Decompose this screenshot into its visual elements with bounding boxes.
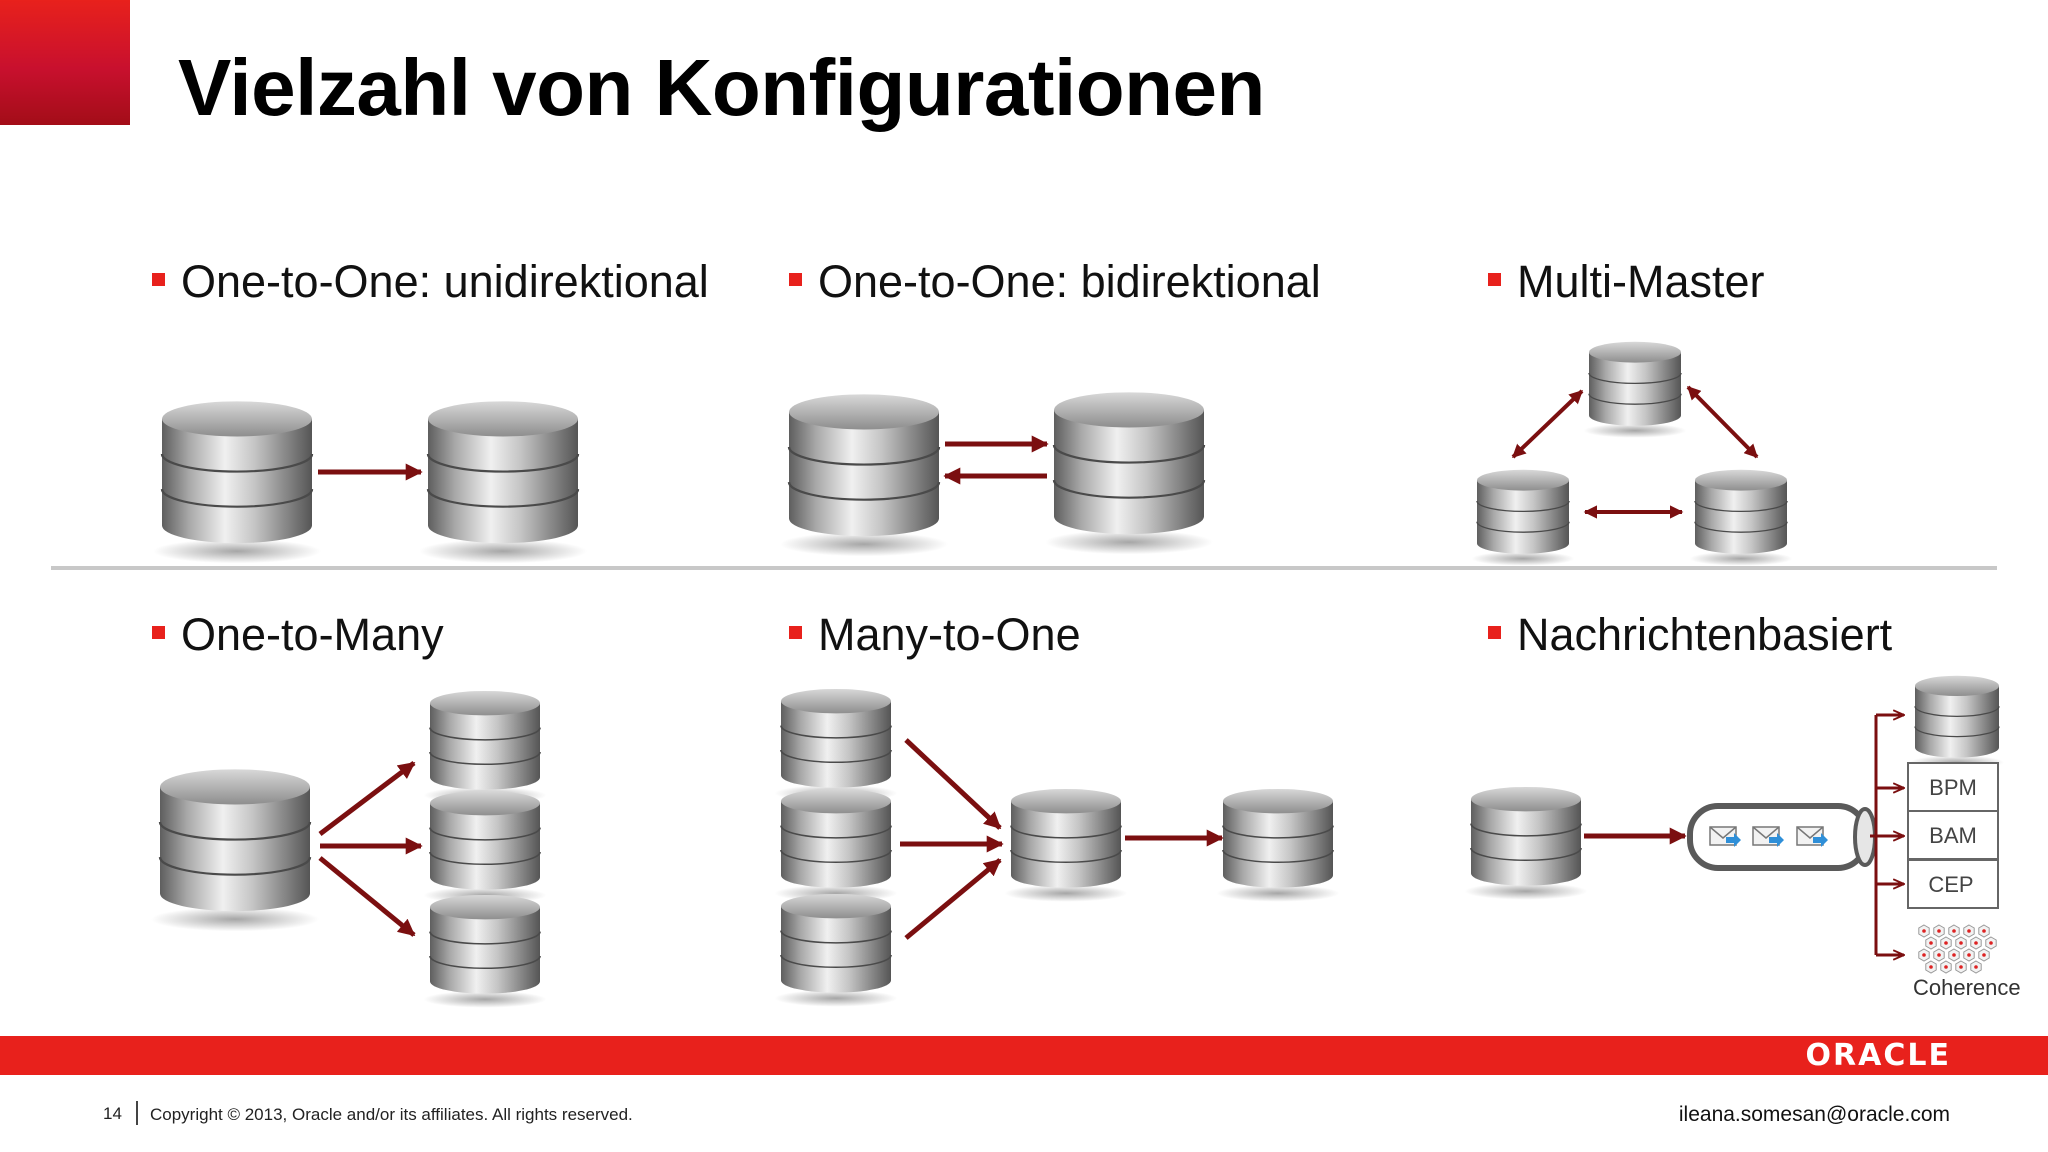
bidirectional-arrow-icon bbox=[1686, 385, 1759, 459]
database-icon bbox=[780, 394, 948, 556]
database-icon bbox=[774, 894, 897, 1007]
database-icon bbox=[153, 401, 321, 563]
footer-bar bbox=[0, 1036, 2048, 1075]
cep-label: CEP bbox=[1928, 872, 1973, 897]
arrow-icon bbox=[904, 858, 1002, 940]
section-heading-many-to-one: Many-to-One bbox=[789, 612, 1081, 657]
coherence-label: Coherence bbox=[1913, 975, 2021, 1000]
distribution-lines bbox=[1870, 715, 1904, 955]
page-title: Vielzahl von Konfigurationen bbox=[178, 43, 1265, 132]
database-icon bbox=[151, 769, 319, 931]
bullet-icon bbox=[152, 625, 165, 639]
database-icon bbox=[774, 689, 897, 802]
bpm-label: BPM bbox=[1929, 775, 1977, 800]
section-heading-one-to-one-uni: One-to-One: unidirektional bbox=[152, 259, 709, 304]
arrow-icon bbox=[318, 856, 416, 937]
database-icon bbox=[1004, 789, 1127, 902]
section-heading-nachrichtenbasiert: Nachrichtenbasiert bbox=[1488, 612, 1892, 657]
oracle-logo: ORACLE bbox=[1805, 1038, 1951, 1073]
coherence-grid-icon bbox=[1918, 924, 1997, 974]
author-email: ileana.somesan@oracle.com bbox=[1678, 1103, 1950, 1126]
database-icon bbox=[423, 791, 546, 904]
brand-corner-block bbox=[0, 0, 130, 125]
bullet-icon bbox=[152, 272, 165, 286]
database-icon bbox=[419, 401, 587, 563]
footer-separator bbox=[136, 1101, 138, 1125]
arrow-icon bbox=[318, 761, 416, 836]
database-icon bbox=[423, 691, 546, 804]
bullet-icon bbox=[789, 625, 802, 639]
message-queue-icon bbox=[1687, 803, 1877, 871]
bam-box: BAM bbox=[1907, 810, 1999, 860]
database-icon bbox=[1045, 392, 1213, 554]
copyright-text: Copyright © 2013, Oracle and/or its affi… bbox=[150, 1105, 633, 1124]
bidirectional-arrow-icon bbox=[1511, 389, 1584, 459]
page-number: 14 bbox=[103, 1104, 122, 1123]
section-heading-multi-master: Multi-Master bbox=[1488, 259, 1765, 304]
cep-box: CEP bbox=[1907, 859, 1999, 909]
database-icon bbox=[1464, 787, 1587, 900]
database-icon bbox=[774, 789, 897, 902]
bam-label: BAM bbox=[1929, 823, 1977, 848]
bpm-box: BPM bbox=[1907, 762, 1999, 812]
bullet-icon bbox=[1488, 272, 1501, 286]
bullet-icon bbox=[789, 272, 802, 286]
section-divider bbox=[51, 566, 1997, 570]
database-icon bbox=[423, 895, 546, 1008]
bullet-icon bbox=[1488, 625, 1501, 639]
database-icon bbox=[1471, 470, 1574, 566]
section-heading-one-to-one-bi: One-to-One: bidirektional bbox=[789, 259, 1321, 304]
database-icon bbox=[1689, 470, 1792, 566]
section-heading-one-to-many: One-to-Many bbox=[152, 612, 444, 657]
database-icon bbox=[1216, 789, 1339, 902]
arrow-icon bbox=[904, 738, 1002, 830]
database-icon bbox=[1583, 342, 1686, 438]
database-icon bbox=[1910, 676, 2004, 770]
